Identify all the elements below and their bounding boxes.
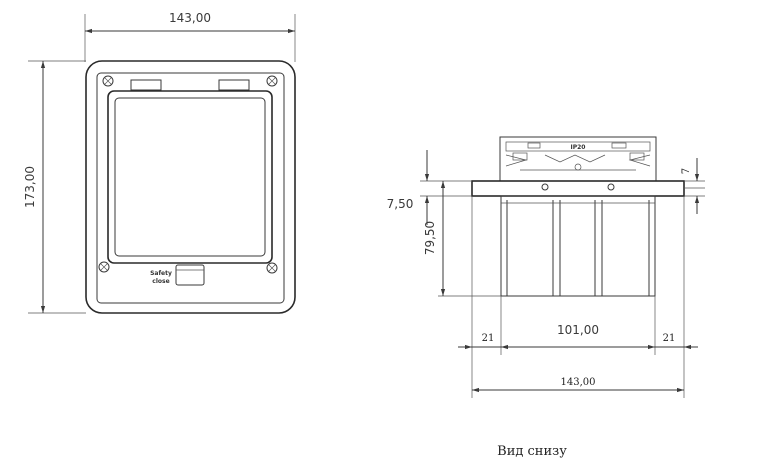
dim-right-margin-label: 21	[663, 333, 676, 344]
inner-frame	[96, 72, 285, 304]
lid-window	[114, 97, 266, 257]
dim-flange: 7,50	[387, 150, 472, 225]
front-height-dimension: 173,00	[23, 60, 86, 314]
dim-body-width-label: 101,00	[557, 323, 599, 337]
flange	[471, 180, 685, 197]
view-caption: Вид снизу	[497, 444, 567, 459]
dim-flange-label: 7,50	[387, 197, 414, 211]
dim-total-row: 143,00	[472, 377, 684, 393]
lid-outer	[107, 90, 273, 264]
screw-icon	[102, 75, 114, 87]
front-width-label: 143,00	[169, 11, 211, 25]
dim-depth-label: 79,50	[423, 221, 437, 255]
dim-total-width-label: 143,00	[561, 377, 596, 388]
box-body	[500, 195, 656, 297]
safety-latch	[175, 264, 205, 286]
outer-frame	[85, 60, 296, 314]
ip-label: IP20	[571, 144, 586, 151]
front-height-label: 173,00	[23, 166, 37, 208]
screw-icon	[266, 262, 278, 274]
dim-top-right: 7	[681, 158, 705, 214]
lid-label-line2: close	[152, 278, 169, 285]
front-width-dimension: 143,00	[84, 11, 296, 62]
dim-body-row: 21 101,00 21	[458, 196, 698, 398]
lid-label-line1: Safety	[150, 270, 172, 277]
hinge-right	[218, 79, 250, 91]
front-view: 143,00 173,00	[23, 11, 296, 314]
hinge-left	[130, 79, 162, 91]
dim-depth: 79,50	[423, 181, 501, 297]
bottom-view: IP20 7	[387, 136, 705, 459]
dim-top-right-label: 7	[681, 168, 692, 174]
screw-icon	[266, 75, 278, 87]
screw-icon	[98, 261, 110, 273]
dim-left-margin-label: 21	[482, 333, 495, 344]
